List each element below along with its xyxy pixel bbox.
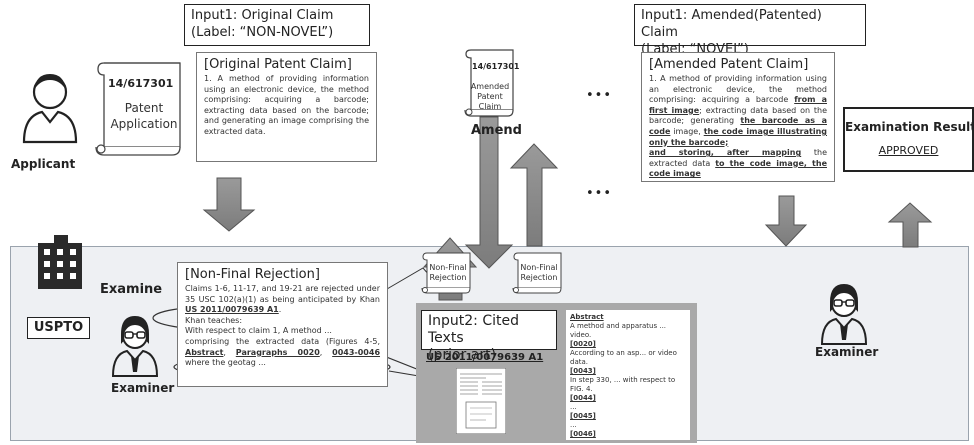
abstract-para-0043: [0043]: [570, 367, 596, 375]
patent-app-line2: Application: [110, 117, 178, 131]
amended-claim-change-2: the barcode as a code: [649, 116, 827, 136]
non-final-scroll-2-text: Non-Final Rejection: [518, 263, 560, 283]
amended-scroll-line2: Patent: [477, 92, 503, 101]
examiner-right-icon: [820, 284, 868, 345]
amended-scroll-icon: [464, 49, 514, 117]
abstract-para-0045: [0045]: [570, 412, 596, 420]
non-final-scroll-1-line2: Rejection: [429, 273, 467, 282]
amended-scroll-text: Amended Patent Claim: [468, 82, 512, 112]
original-claim-body: 1. A method of providing information usi…: [204, 74, 369, 136]
amended-claim-change-4: and storing, after mapping: [649, 148, 802, 158]
examination-result-box: Examination Result APPROVED: [843, 107, 974, 172]
abstract-dots-3: ...: [570, 439, 686, 440]
amended-claim-box: [Amended Patent Claim] 1. A method of pr…: [641, 52, 835, 182]
rejection-text-5: comprising the extracted data (Figures 4…: [185, 336, 380, 346]
abstract-text-1: A method and apparatus ... video.: [570, 322, 667, 339]
rejection-text-2: .: [278, 305, 282, 315]
abstract-para-0046: [0046]: [570, 430, 596, 438]
amended-claim-heading: [Amended Patent Claim]: [649, 57, 809, 72]
rejection-text-6: where the geotag ...: [185, 358, 266, 368]
input2-cited-title: Input2: Cited Texts (prior art): [421, 310, 557, 363]
patent-app-number: 14/617301: [108, 77, 174, 90]
up-arrow-exam: [887, 202, 933, 248]
input1-amended-line1: Input1: Amended(Patented) Claim: [641, 8, 822, 40]
non-final-scroll-1-text: Non-Final Rejection: [427, 263, 469, 283]
abstract-dots-1: ...: [570, 403, 577, 411]
ellipsis-bottom: •••: [586, 186, 613, 201]
uspto-label: USPTO: [33, 320, 84, 335]
examination-result-value: APPROVED: [878, 144, 939, 157]
amended-scroll-line1: Amended: [470, 82, 510, 91]
patent-app-text: Patent Application: [104, 100, 184, 132]
up-arrow-right: [509, 143, 559, 247]
uspto-building-icon: [38, 235, 82, 289]
amended-claim-change-1: from a first image: [649, 95, 827, 115]
patent-app-line1: Patent: [124, 101, 164, 115]
amended-claim-text-4: the extracted data: [649, 148, 827, 168]
original-claim-heading: [Original Patent Claim]: [204, 57, 352, 72]
input1-original-line2: (Label: “NON-NOVEL”): [191, 25, 334, 40]
input2-cited-line2: (prior art): [428, 347, 497, 363]
patent-application-scroll-icon: [95, 62, 181, 156]
rejection-ref-paragraph-0020: Paragraphs 0020: [235, 347, 320, 357]
non-final-scroll-2-line1: Non-Final: [520, 263, 558, 272]
down-arrow-middle: [464, 116, 514, 269]
patent-document-thumbnail: [456, 368, 506, 434]
amend-label: Amend: [471, 123, 522, 138]
abstract-panel: Abstract A method and apparatus ... vide…: [566, 310, 690, 440]
input1-original-title: Input1: Original Claim (Label: “NON-NOVE…: [184, 4, 370, 46]
input2-cited-line1: Input2: Cited Texts: [428, 313, 519, 346]
applicant-label: Applicant: [11, 157, 76, 171]
examiner-left-icon: [111, 316, 159, 377]
amended-claim-change-3: the code image illustrating only the bar…: [649, 126, 827, 147]
down-arrow-amended: [764, 195, 808, 247]
non-final-rejection-box: [Non-Final Rejection] Claims 1-6, 11-17,…: [177, 262, 388, 387]
abstract-para-0020: [0020]: [570, 340, 596, 348]
amended-scroll-number: 14/617301: [472, 62, 520, 71]
abstract-dots-2: ...: [570, 421, 577, 429]
abstract-para-0044: [0044]: [570, 394, 596, 402]
down-arrow-original: [202, 177, 256, 232]
examination-result-title: Examination Result: [845, 120, 974, 134]
abstract-text-3: In step 330, ... with respect to FIG. 4.: [570, 376, 676, 393]
non-final-scroll-2-line2: Rejection: [520, 273, 558, 282]
uspto-label-box: USPTO: [27, 317, 90, 339]
cited-patent-number: US 2011/0079639 A1: [426, 352, 544, 363]
amended-scroll-line3: Claim: [478, 102, 502, 111]
abstract-text-2: According to an asp... or video data.: [570, 349, 677, 366]
amended-claim-text-2: ; extracting data based on the barcode; …: [649, 105, 828, 126]
applicant-icon: [22, 74, 78, 144]
abstract-title: Abstract: [570, 313, 604, 321]
original-claim-box: [Original Patent Claim] 1. A method of p…: [196, 52, 377, 162]
ellipsis-top: •••: [586, 88, 613, 103]
rejection-ref-abstract: Abstract: [185, 347, 224, 357]
input1-original-line1: Input1: Original Claim: [191, 8, 334, 23]
amended-claim-change-5: to the code image, the code image: [649, 158, 827, 179]
non-final-rejection-scroll-2-icon: [512, 252, 562, 294]
rejection-text-4: With respect to claim 1, A method ...: [185, 326, 332, 336]
examiner-right-label: Examiner: [815, 345, 879, 359]
input1-amended-title: Input1: Amended(Patented) Claim (Label: …: [634, 4, 866, 57]
rejection-heading: [Non-Final Rejection]: [185, 267, 320, 282]
rejection-ref-paragraph-0043-0046: 0043-0046: [332, 347, 381, 357]
rejection-text-3: Khan teaches:: [185, 315, 243, 325]
amended-claim-text-3: image,: [670, 126, 704, 136]
amended-claim-text-1: 1. A method of providing information usi…: [649, 74, 827, 105]
examine-label: Examine: [100, 282, 163, 297]
rejection-text-1: Claims 1-6, 11-17, and 19-21 are rejecte…: [185, 284, 380, 304]
non-final-scroll-1-line1: Non-Final: [429, 263, 467, 272]
non-final-rejection-scroll-1-icon: [421, 252, 471, 294]
examiner-left-label: Examiner: [111, 381, 175, 395]
rejection-citation: US 2011/0079639 A1: [185, 305, 279, 315]
